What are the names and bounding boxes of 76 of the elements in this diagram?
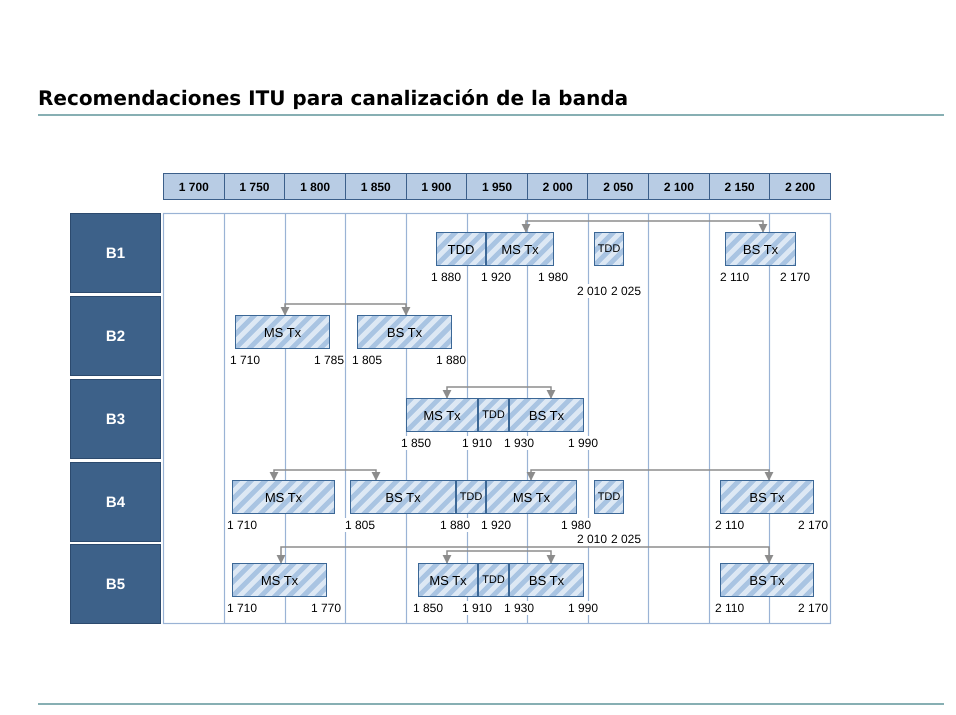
header-cell: 2 000 xyxy=(526,173,588,200)
header-cell: 1 700 xyxy=(163,173,225,200)
frequency-label: 1 880 xyxy=(430,270,462,284)
header-cell: 1 900 xyxy=(406,173,468,200)
frequency-label: 2 025 xyxy=(610,284,642,298)
band-block: TDD xyxy=(456,480,486,514)
band-block: TDD xyxy=(436,232,486,266)
frequency-label: 2 170 xyxy=(779,270,812,284)
frequency-label: 1 850 xyxy=(400,436,432,450)
title: Recomendaciones ITU para canalización de la banda xyxy=(38,86,628,110)
arrow xyxy=(522,220,768,233)
frequency-label: 1 980 xyxy=(560,518,592,532)
band-block: MS Tx xyxy=(232,563,327,597)
header-cell: 1 750 xyxy=(224,173,286,200)
arrow xyxy=(270,469,380,481)
arrow xyxy=(276,546,774,564)
header-cell: 1 800 xyxy=(284,173,346,200)
band-block: MS Tx xyxy=(232,480,335,514)
band-block: BS Tx xyxy=(350,480,456,514)
header-cell: 2 150 xyxy=(708,173,770,200)
band-block: MS Tx xyxy=(406,398,478,432)
frequency-label: 1 710 xyxy=(229,353,262,367)
band-block: BS Tx xyxy=(725,232,796,266)
frequency-label: 1 850 xyxy=(412,601,444,615)
frequency-label: 1 910 xyxy=(461,601,494,615)
band-block: BS Tx xyxy=(720,563,814,597)
frequency-label: 2 170 xyxy=(797,601,830,615)
header-cell: 1 850 xyxy=(344,173,407,200)
band-block: MS Tx xyxy=(486,480,577,514)
arrow xyxy=(526,469,774,481)
frequency-label: 1 805 xyxy=(344,518,376,532)
frequency-label: 1 990 xyxy=(567,436,600,450)
band-block: TDD xyxy=(478,398,509,432)
frequency-label: 1 990 xyxy=(567,601,600,615)
frequency-label: 1 930 xyxy=(503,436,536,450)
frequency-label: 1 920 xyxy=(480,518,512,532)
frequency-label: 2 170 xyxy=(797,518,830,532)
band-block: TDD xyxy=(478,563,509,597)
frequency-label: 2 110 xyxy=(714,601,746,615)
frequency-label: 2 110 xyxy=(719,270,750,284)
frequency-label: 2 110 xyxy=(714,518,746,532)
band-block: TDD xyxy=(594,480,624,514)
band-block: MS Tx xyxy=(486,232,554,266)
band-block: MS Tx xyxy=(235,315,330,349)
frequency-label: 1 980 xyxy=(537,270,570,284)
frequency-label: 2 025 xyxy=(610,532,642,546)
band-block: MS Tx xyxy=(418,563,478,597)
frequency-label: 1 920 xyxy=(480,270,512,284)
frequency-label: 1 805 xyxy=(351,353,384,367)
frequency-label: 1 880 xyxy=(435,353,468,367)
frequency-label: 1 710 xyxy=(226,601,258,615)
row-label: B1 xyxy=(70,213,161,293)
band-block: BS Tx xyxy=(720,480,814,514)
header-cell: 2 200 xyxy=(769,173,831,200)
arrow xyxy=(442,386,556,399)
frequency-label: 2 010 xyxy=(576,284,608,298)
frequency-label: 1 770 xyxy=(310,601,342,615)
arrow xyxy=(280,303,410,316)
row-label: B4 xyxy=(70,462,161,542)
band-block: BS Tx xyxy=(509,563,584,597)
band-block: BS Tx xyxy=(509,398,584,432)
frequency-label: 1 710 xyxy=(226,518,258,532)
header-cell: 2 050 xyxy=(587,173,650,200)
header-cell: 2 100 xyxy=(648,173,710,200)
frequency-label: 1 880 xyxy=(439,518,472,532)
band-block: TDD xyxy=(594,232,624,266)
row-label: B5 xyxy=(70,544,161,624)
band-block: BS Tx xyxy=(357,315,452,349)
arrow xyxy=(442,550,556,564)
frequency-label: 1 785 xyxy=(313,353,346,367)
row-label: B2 xyxy=(70,296,161,376)
header-cell: 1 950 xyxy=(466,173,528,200)
row-label: B3 xyxy=(70,379,161,459)
frequency-label: 1 930 xyxy=(503,601,536,615)
frequency-label: 2 010 xyxy=(576,532,608,546)
frequency-label: 1 910 xyxy=(461,436,494,450)
